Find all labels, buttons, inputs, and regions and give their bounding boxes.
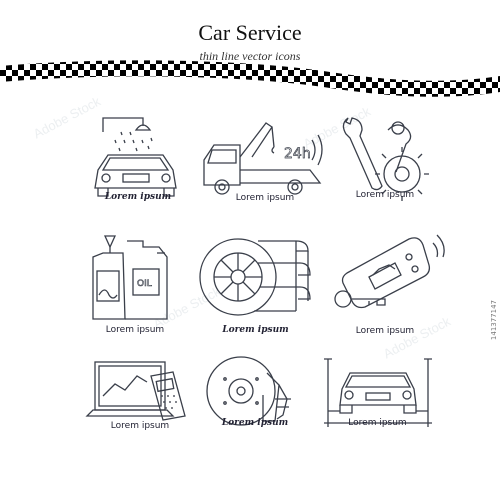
checkered-flag-band — [0, 60, 500, 97]
engine-oil-canisters-icon: OIL — [92, 235, 168, 320]
svg-text:OIL: OIL — [137, 279, 152, 289]
tile-car-wash: Lorem ipsum — [88, 110, 188, 205]
icon-caption: Lorem ipsum — [355, 190, 415, 200]
icon-caption: Lorem ipsum — [222, 325, 289, 335]
tile-wrench-gears: Lorem ipsum — [330, 110, 440, 205]
icon-caption: Lorem ipsum — [348, 418, 407, 428]
stock-id: 141377147 — [490, 300, 498, 341]
page-title: Car Service — [198, 20, 302, 45]
tile-engine-oil: OIL Lorem ipsum — [85, 233, 185, 338]
tile-tires: Lorem ipsum — [198, 233, 313, 338]
svg-text:24h: 24h — [284, 146, 311, 162]
icon-caption: Lorem ipsum — [355, 326, 415, 336]
laptop-diagnostic-scanner-icon — [85, 361, 186, 421]
icon-caption: Lorem ipsum — [221, 418, 289, 428]
tile-car-alarm-key: Lorem ipsum — [325, 225, 445, 338]
car-wash-icon — [94, 117, 177, 197]
tire-stack-icon — [199, 238, 311, 316]
tile-car-lift: Lorem ipsum — [320, 355, 435, 440]
brake-disc-and-shock-absorber-icon — [206, 356, 291, 426]
icon-caption: Lorem ipsum — [235, 193, 295, 203]
tile-brake-disc: Lorem ipsum — [205, 355, 305, 435]
icon-caption: Lorem ipsum — [110, 421, 170, 431]
page-subtitle: thin line vector icons — [199, 49, 301, 63]
icon-caption: Lorem ipsum — [105, 325, 165, 335]
wrench-and-gears-icon — [342, 117, 429, 201]
car-alarm-key-fob-icon — [334, 234, 445, 309]
tow-truck-24h-icon: 24h — [203, 122, 323, 195]
tile-laptop-diagnostics: Lorem ipsum — [85, 358, 195, 438]
car-lift-icon — [324, 358, 432, 427]
tile-tow-truck: 24h Lorem ipsum — [200, 115, 330, 205]
icon-caption: Lorem ipsum — [104, 192, 172, 202]
